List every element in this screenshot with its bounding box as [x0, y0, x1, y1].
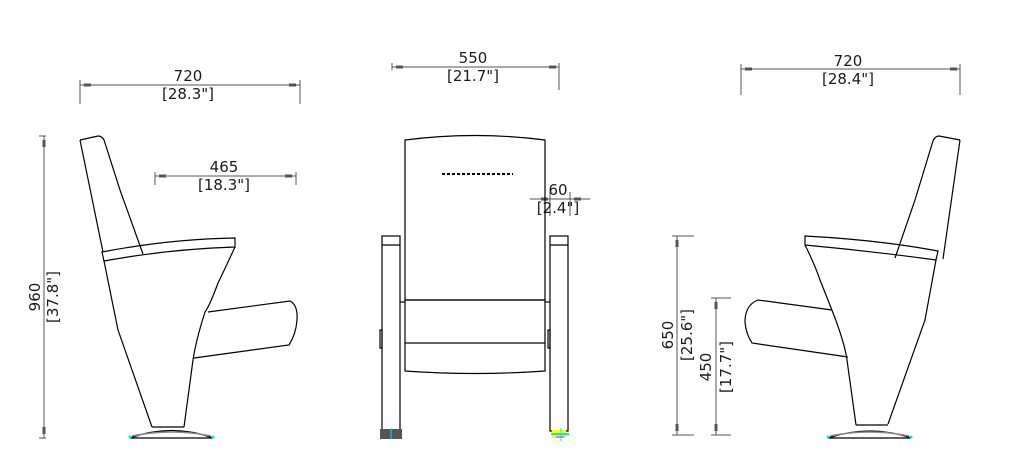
dim-465-inch: [18.3"] — [198, 176, 250, 194]
dimension-overall-depth-right: 720 [28.4"] — [740, 52, 961, 95]
dim-450-inch: [17.7"] — [717, 341, 735, 393]
dimension-overall-height: 960 [37.8"] — [26, 135, 62, 439]
dim-450-mm: 450 — [697, 353, 715, 382]
front-chair-outline — [379, 134, 569, 441]
front-view: 550 [21.7"] 60 [2.4"] — [379, 49, 590, 441]
left-chair-outline — [79, 135, 298, 439]
dim-60-mm: 60 — [548, 181, 567, 199]
dim-650-mm: 650 — [659, 321, 677, 350]
dim-650-inch: [25.6"] — [678, 309, 696, 361]
dimension-seat-height: 450 [17.7"] — [697, 297, 735, 436]
left-side-view: 720 [28.3"] 465 [18.3"] 960 [37.8"] — [26, 67, 301, 439]
dimension-armrest-height: 650 [25.6"] — [659, 235, 696, 436]
dim-720-right-inch: [28.4"] — [822, 70, 874, 88]
dimension-overall-width: 550 [21.7"] — [391, 49, 560, 90]
dim-60-inch: [2.4"] — [537, 199, 579, 217]
dim-960-inch: [37.8"] — [44, 271, 62, 323]
dim-720-mm: 720 — [174, 67, 203, 85]
dim-960-mm: 960 — [26, 283, 44, 312]
dimension-seat-depth: 465 [18.3"] — [154, 158, 297, 194]
dimension-armrest-width: 60 [2.4"] — [530, 181, 590, 217]
dim-550-mm: 550 — [459, 49, 488, 67]
dim-720-right-mm: 720 — [834, 52, 863, 70]
dim-720-inch: [28.3"] — [162, 85, 214, 103]
dimension-overall-depth-left: 720 [28.3"] — [79, 67, 301, 104]
right-chair-outline — [744, 135, 961, 439]
dim-465-mm: 465 — [210, 158, 239, 176]
right-side-view: 720 [28.4"] 650 [25.6"] 450 [17.7"] — [659, 52, 961, 439]
dim-550-inch: [21.7"] — [447, 67, 499, 85]
